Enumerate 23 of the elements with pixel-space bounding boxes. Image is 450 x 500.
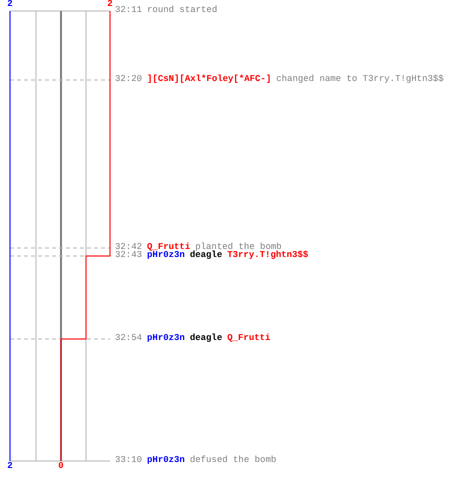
tick-label: 0: [58, 462, 64, 471]
log-text: Q_Frutti: [227, 334, 270, 343]
timestamp: 32:43: [115, 251, 142, 260]
log-text: pHr0z3n: [147, 456, 185, 465]
tick-label: 2: [7, 0, 13, 9]
timestamp: 33:10: [115, 456, 142, 465]
log-text: ][CsN][Axl*Foley[*AFC-]: [147, 75, 272, 84]
tick-label: 2: [7, 462, 13, 471]
timestamp: 32:42: [115, 243, 142, 252]
log-text: T3rry.T!ghtn3$$: [227, 251, 308, 260]
log-text: changed name to T3rry.T!gHtn3$$: [276, 75, 444, 84]
log-text: pHr0z3n: [147, 334, 185, 343]
log-text: pHr0z3n: [147, 251, 185, 260]
tick-label: 2: [107, 0, 113, 9]
timestamp: 32:20: [115, 75, 142, 84]
log-text: defused the bomb: [190, 456, 276, 465]
log-text: deagle: [190, 251, 222, 260]
log-text: deagle: [190, 334, 222, 343]
log-text: round started: [147, 6, 218, 15]
timestamp: 32:54: [115, 334, 142, 343]
log-text: planted the bomb: [195, 243, 282, 252]
timestamp: 32:11: [115, 6, 142, 15]
log-text: Q_Frutti: [147, 243, 190, 252]
